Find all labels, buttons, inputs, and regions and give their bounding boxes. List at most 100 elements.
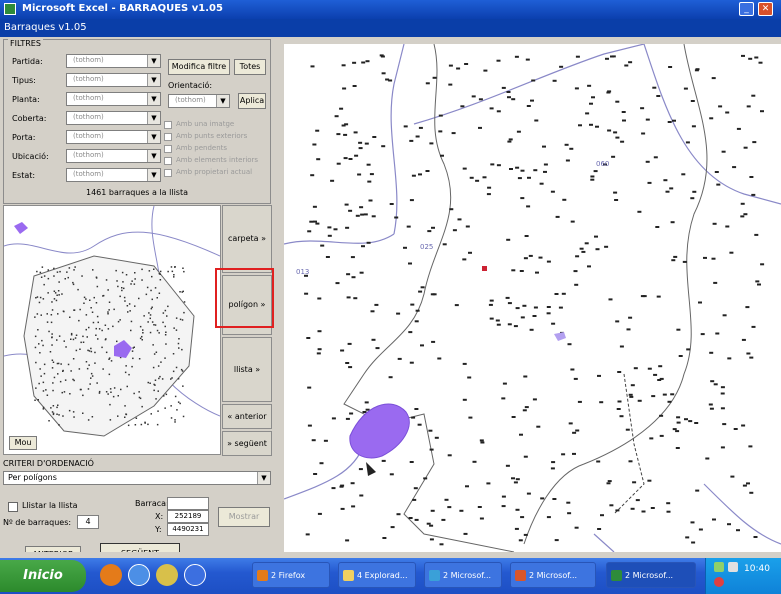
map-marker [311, 439, 316, 442]
map-marker [414, 408, 419, 410]
overview-marker [152, 344, 154, 346]
overview-marker [70, 332, 73, 335]
overview-map[interactable]: Mou [3, 205, 221, 455]
map-marker [340, 507, 345, 510]
previous-nav-button[interactable]: « anterior [222, 404, 272, 429]
map-marker [440, 154, 444, 157]
overview-marker [131, 365, 133, 368]
map-marker [671, 259, 676, 262]
map-marker [743, 213, 748, 216]
network-icon[interactable] [714, 562, 724, 572]
map-marker [656, 95, 661, 97]
map-marker [608, 298, 613, 301]
folder-nav-button[interactable]: carpeta » [222, 205, 272, 273]
start-button[interactable]: Inicio [0, 560, 86, 592]
overview-marker [127, 424, 130, 427]
chevron-down-icon[interactable]: ▼ [147, 150, 160, 162]
overview-marker [61, 293, 63, 295]
filter-combo-coberta[interactable]: (tothom)▼ [66, 111, 161, 125]
taskbar-item-microsoft-1[interactable]: 2 Microsof... [424, 562, 502, 588]
firefox-icon[interactable] [100, 564, 122, 586]
filter-combo-partida[interactable]: (tothom)▼ [66, 54, 161, 68]
map-marker [653, 373, 658, 376]
security-icon[interactable] [714, 577, 724, 587]
map-marker [513, 325, 518, 328]
list-nav-button[interactable]: llista » [222, 337, 272, 402]
result-count: 1461 barraques a la llista [86, 188, 188, 197]
chevron-down-icon[interactable]: ▼ [147, 169, 160, 181]
taskbar-item-firefox[interactable]: 2 Firefox [252, 562, 330, 588]
order-combo[interactable]: Per polígons ▼ [3, 471, 271, 485]
map-marker [344, 123, 349, 126]
map-marker [365, 60, 370, 63]
filter-combo-estat[interactable]: (tothom)▼ [66, 168, 161, 182]
filter-combo-planta[interactable]: (tothom)▼ [66, 92, 161, 106]
overview-marker [177, 342, 180, 345]
chevron-down-icon[interactable]: ▼ [147, 93, 160, 105]
map-marker [379, 54, 384, 57]
modify-filter-button[interactable]: Modifica filtre [168, 59, 230, 75]
barraca-field[interactable] [167, 497, 209, 510]
map-marker [688, 420, 693, 423]
volume-icon[interactable] [728, 562, 738, 572]
overview-marker [39, 368, 41, 370]
map-marker [686, 348, 691, 351]
chevron-down-icon[interactable]: ▼ [257, 472, 270, 484]
chevron-down-icon[interactable]: ▼ [147, 55, 160, 67]
apply-button[interactable]: Aplica [238, 93, 266, 109]
overview-marker [134, 305, 136, 307]
map-marker [454, 304, 459, 307]
x-field[interactable]: 252189 [167, 510, 209, 523]
map-marker [607, 90, 612, 93]
view-button[interactable]: Mou [9, 436, 37, 450]
filter-combo-porta[interactable]: (tothom)▼ [66, 130, 161, 144]
media-icon[interactable] [156, 564, 178, 586]
map-marker [345, 417, 350, 420]
checkbox-box[interactable] [164, 121, 172, 129]
checkbox-box[interactable] [164, 145, 172, 153]
overview-marker [138, 391, 140, 393]
overview-marker [116, 340, 118, 343]
map-marker [349, 412, 354, 415]
overview-marker [165, 331, 167, 333]
filter-combo-ubicacio[interactable]: (tothom)▼ [66, 149, 161, 163]
overview-marker [170, 405, 172, 407]
checkbox-box[interactable] [164, 157, 172, 165]
show-button[interactable]: Mostrar [218, 507, 270, 527]
list-checkbox[interactable] [8, 502, 18, 512]
overview-marker [59, 270, 61, 273]
filter-combo-tipus[interactable]: (tothom)▼ [66, 73, 161, 87]
main-map[interactable]: 013 025 060 [284, 44, 781, 552]
polygon-nav-button[interactable]: polígon » [222, 275, 272, 335]
checkbox-box[interactable] [164, 169, 172, 177]
map-marker [471, 95, 476, 98]
taskbar-item-explorer[interactable]: 4 Explorad... [338, 562, 416, 588]
count-field[interactable]: 4 [77, 515, 99, 529]
overview-marker [88, 326, 90, 329]
chevron-down-icon[interactable]: ▼ [147, 74, 160, 86]
ie-icon[interactable] [128, 564, 150, 586]
overview-marker [68, 409, 71, 412]
taskbar-item-microsoft-3[interactable]: 2 Microsof... [606, 562, 696, 588]
close-button[interactable]: ✕ [758, 2, 773, 16]
map-marker [359, 494, 364, 497]
next-nav-button[interactable]: » següent [222, 431, 272, 456]
map-marker [647, 367, 652, 370]
all-button[interactable]: Totes [234, 59, 266, 75]
y-field[interactable]: 4490231 [167, 523, 209, 536]
map-marker [516, 130, 521, 133]
desktop-icon[interactable] [184, 564, 206, 586]
chevron-down-icon[interactable]: ▼ [216, 95, 229, 107]
map-marker [462, 258, 467, 261]
checkbox-box[interactable] [164, 133, 172, 141]
taskbar-item-microsoft-2[interactable]: 2 Microsof... [510, 562, 596, 588]
chevron-down-icon[interactable]: ▼ [147, 112, 160, 124]
map-marker [441, 518, 446, 521]
map-marker [566, 501, 571, 504]
overview-marker [95, 302, 98, 304]
orientation-combo[interactable]: (tothom) ▼ [168, 94, 230, 108]
minimize-button[interactable]: _ [739, 2, 754, 16]
chevron-down-icon[interactable]: ▼ [147, 131, 160, 143]
map-marker [745, 306, 750, 309]
map-marker [363, 213, 368, 216]
